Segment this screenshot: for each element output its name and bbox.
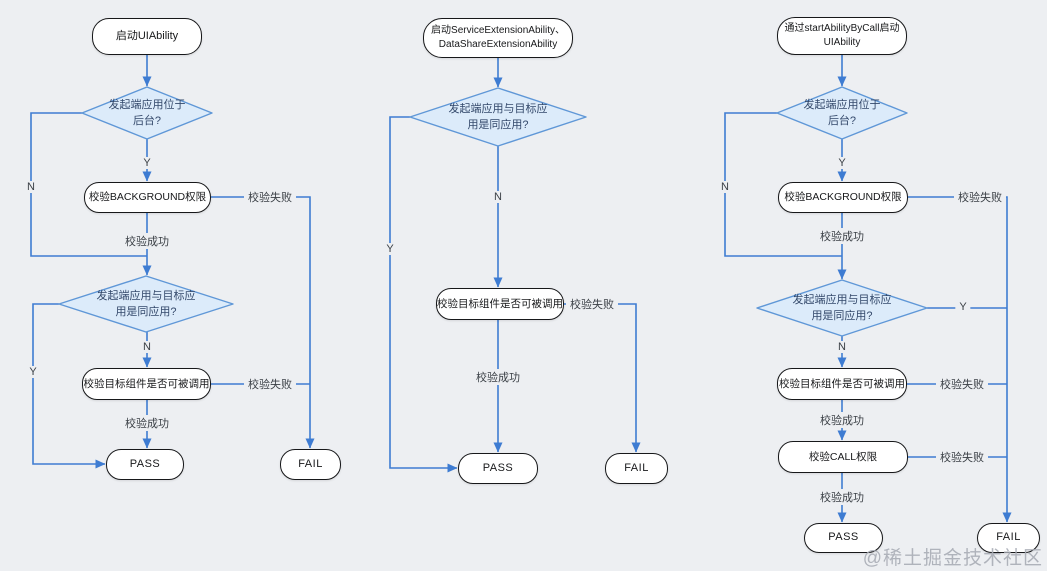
decision-text-c1-background: 发起端应用位于 后台? (108, 98, 186, 128)
decision-diamond-c3-background (776, 86, 908, 140)
terminal-node-c2-fail: FAIL (605, 453, 668, 484)
edge-label-c3-no-1: N (717, 181, 733, 193)
edge-label-c1-yes-1: Y (139, 157, 155, 169)
edge-label-c3-fail-1: 校验失败 (954, 189, 1006, 205)
edge-c2-d1-yes (389, 116, 458, 473)
decision-text-c3-background: 发起端应用位于 后台? (803, 98, 881, 128)
process-node-c1-background-perm: 校验BACKGROUND权限 (84, 182, 211, 213)
decision-diamond-c2-same-app (409, 87, 587, 147)
edge-label-c1-fail-2: 校验失败 (244, 376, 296, 392)
edge-c3-p1-fail (908, 196, 1012, 523)
edge-c1-d2-yes (32, 303, 106, 469)
process-node-c3-call-perm: 校验CALL权限 (778, 441, 908, 473)
terminal-node-c3-fail: FAIL (977, 523, 1040, 553)
terminal-node-c3-pass: PASS (804, 523, 883, 553)
edge-label-c1-yes-2: Y (25, 366, 41, 378)
edge-label-c3-ok-1: 校验成功 (816, 228, 868, 244)
edge-label-c1-no-1: N (23, 181, 39, 193)
edge-label-c1-ok-1: 校验成功 (121, 233, 173, 249)
decision-diamond-c1-same-app (58, 275, 234, 333)
edge-label-c2-no: N (490, 191, 506, 203)
edge-label-c3-yes-1: Y (834, 157, 850, 169)
juejin-watermark: @稀土掘金技术社区 (862, 548, 1043, 569)
start-node-start-ability-by-call: 通过startAbilityByCall启动 UIAbility (777, 17, 907, 55)
edge-label-c2-ok: 校验成功 (472, 369, 524, 385)
edge-label-c3-ok-3: 校验成功 (816, 489, 868, 505)
decision-diamond-c3-same-app (756, 279, 928, 337)
decision-diamond-c1-background (81, 86, 213, 140)
edge-label-c2-fail: 校验失败 (566, 296, 618, 312)
terminal-node-c1-fail: FAIL (280, 449, 341, 480)
decision-text-c1-same-app: 发起端应用与目标应 用是同应用? (96, 289, 196, 319)
process-node-c2-target-callable: 校验目标组件是否可被调用 (436, 288, 564, 320)
edge-label-c1-fail-1: 校验失败 (244, 189, 296, 205)
edge-label-c2-yes: Y (382, 243, 398, 255)
start-node-label: 启动UIAbility (115, 29, 179, 42)
edge-c2-p1-fail (564, 303, 641, 453)
edge-label-c3-ok-2: 校验成功 (816, 412, 868, 428)
edge-label-c3-yes-2: Y (955, 301, 971, 313)
edge-label-c1-no-2: N (139, 341, 155, 353)
edge-label-c3-fail-3: 校验失败 (936, 449, 988, 465)
decision-text-c2-same-app: 发起端应用与目标应 用是同应用? (448, 102, 548, 132)
process-node-c3-target-callable: 校验目标组件是否可被调用 (777, 368, 907, 400)
terminal-node-c2-pass: PASS (458, 453, 538, 484)
edge-label-c1-ok-2: 校验成功 (121, 415, 173, 431)
edge-label-c3-no-2: N (834, 341, 850, 353)
process-node-c1-target-callable: 校验目标组件是否可被调用 (82, 368, 211, 400)
decision-text-c3-same-app: 发起端应用与目标应 用是同应用? (792, 293, 892, 323)
process-node-c3-background-perm: 校验BACKGROUND权限 (778, 182, 908, 213)
edge-label-c3-fail-2: 校验失败 (936, 376, 988, 392)
start-node-uiability: 启动UIAbility (92, 18, 202, 55)
terminal-node-c1-pass: PASS (106, 449, 184, 480)
start-node-service-extension: 启动ServiceExtensionAbility、 DataShareExte… (423, 18, 573, 58)
